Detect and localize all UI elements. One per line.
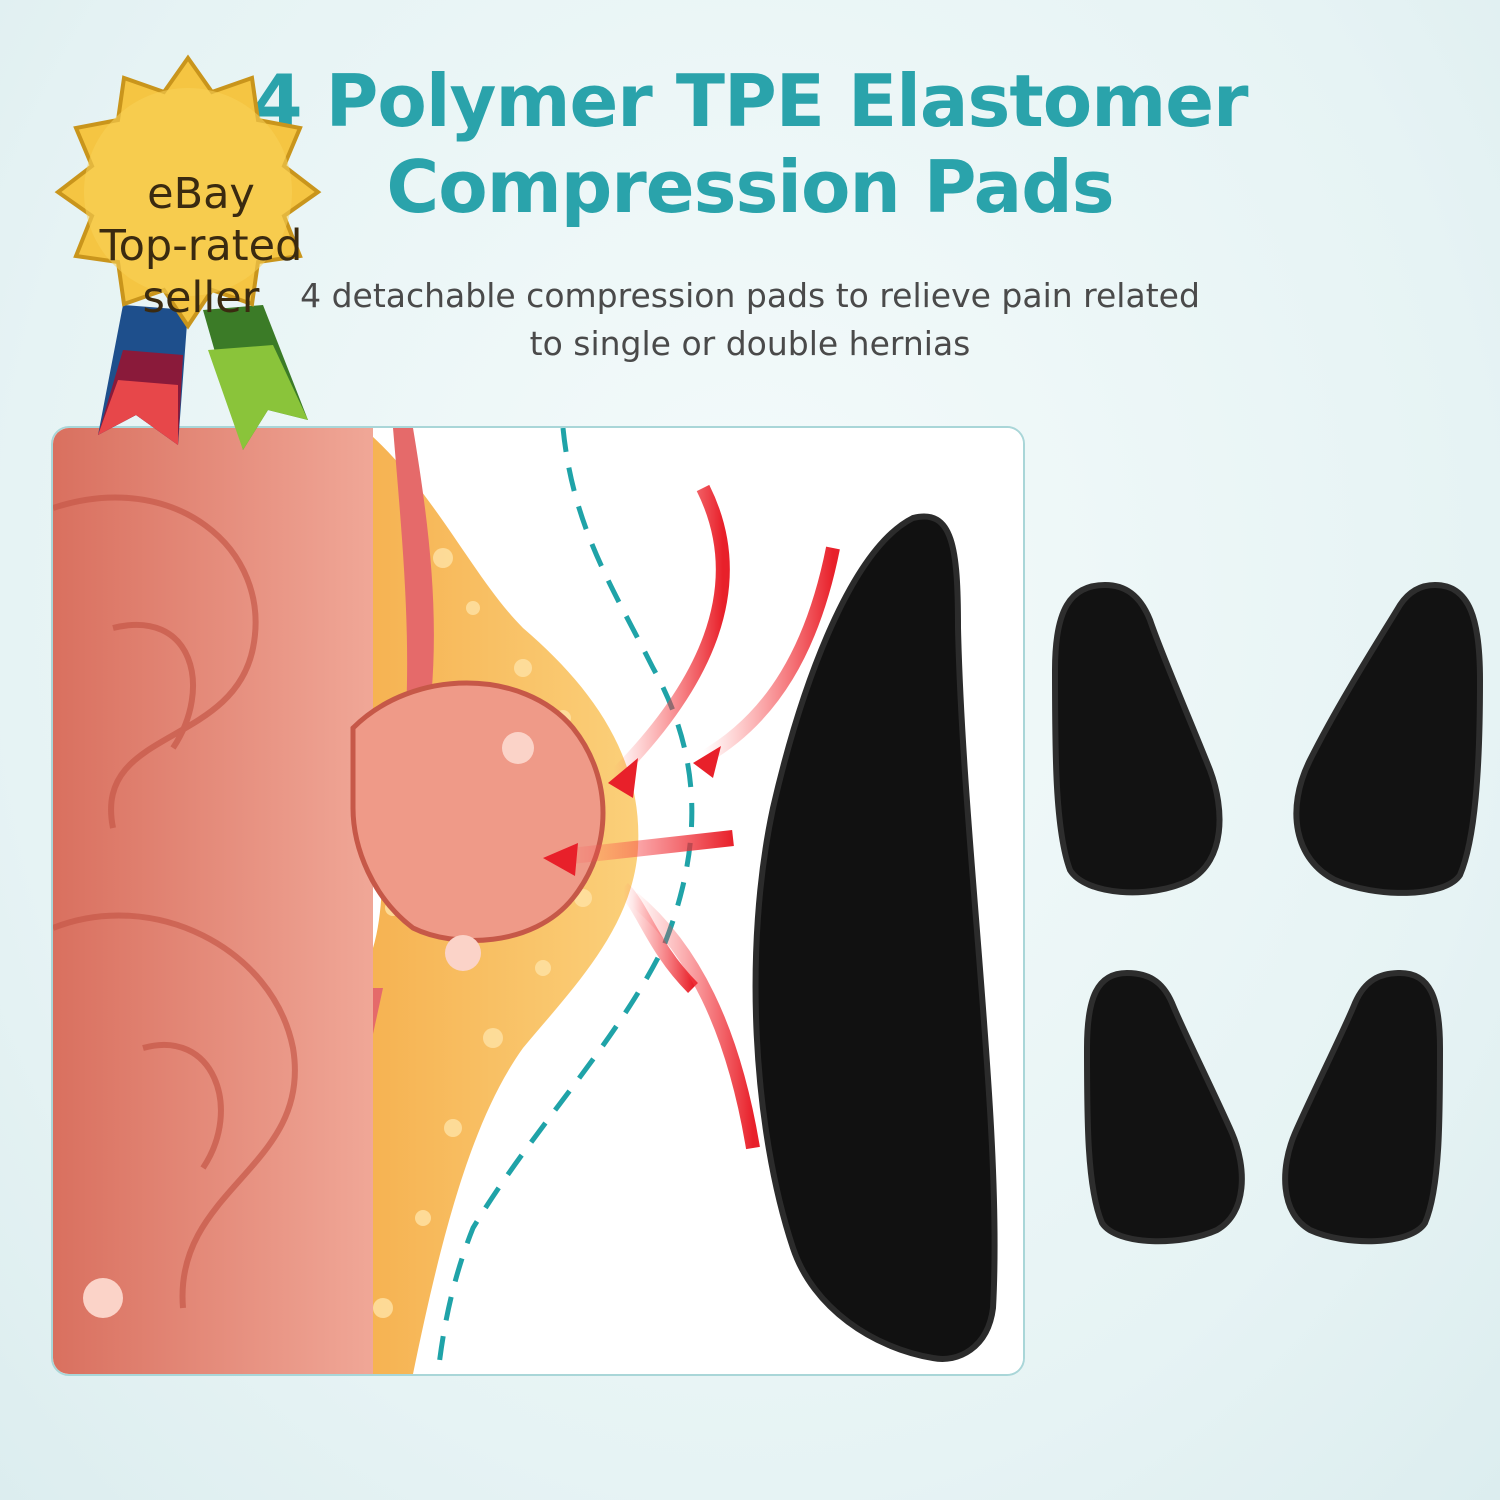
pad-set bbox=[1040, 570, 1500, 1270]
pad-bottom-left bbox=[1083, 969, 1245, 1245]
badge-line-2: Top-rated bbox=[99, 221, 303, 271]
page-title: 4 Polymer TPE Elastomer Compression Pads bbox=[150, 58, 1350, 230]
herniated-bowel bbox=[350, 680, 606, 943]
pressure-arrows bbox=[543, 484, 840, 1150]
pad-top-left bbox=[1051, 581, 1223, 896]
subtitle-line-2: to single or double hernias bbox=[529, 324, 971, 363]
award-seal-icon bbox=[54, 54, 322, 450]
page-subtitle: 4 detachable compression pads to relieve… bbox=[250, 272, 1250, 368]
badge-line-1: eBay bbox=[147, 169, 255, 219]
badge-label: eBay Top-rated seller bbox=[56, 168, 346, 324]
pad-bottom-right bbox=[1282, 969, 1444, 1245]
hernia-illustration-svg bbox=[53, 428, 1023, 1374]
badge-line-3: seller bbox=[142, 273, 260, 323]
subtitle-line-1: 4 detachable compression pads to relieve… bbox=[300, 276, 1200, 315]
hernia-illustration bbox=[51, 426, 1025, 1376]
title-line-1: 4 Polymer TPE Elastomer bbox=[252, 59, 1248, 143]
top-rated-seller-badge: eBay Top-rated seller bbox=[18, 50, 358, 460]
large-compression-pad bbox=[752, 513, 998, 1362]
title-line-2: Compression Pads bbox=[386, 145, 1114, 229]
pad-top-right bbox=[1293, 581, 1484, 896]
